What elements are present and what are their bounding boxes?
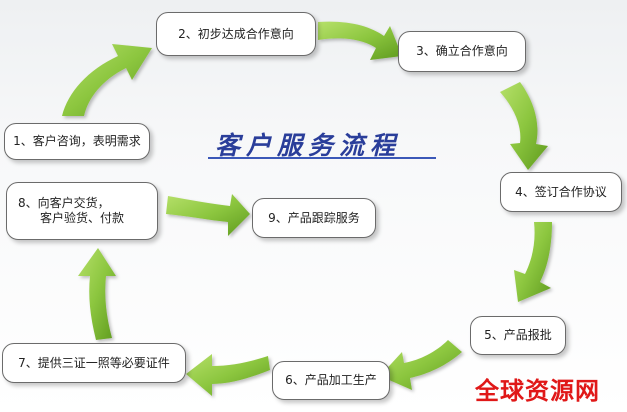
step-5-label: 5、产品报批 <box>484 328 552 342</box>
step-3-label: 3、确立合作意向 <box>416 44 508 58</box>
step-5-node: 5、产品报批 <box>470 316 566 355</box>
step-9-node: 9、产品跟踪服务 <box>252 198 376 238</box>
title-underline <box>208 157 436 159</box>
step-3-node: 3、确立合作意向 <box>398 31 526 72</box>
step-1-label: 1、客户咨询，表明需求 <box>13 134 141 148</box>
arrow-5-to-6 <box>380 340 462 390</box>
step-9-label: 9、产品跟踪服务 <box>268 210 360 225</box>
arrow-8-to-9 <box>166 194 250 236</box>
step-2-label: 2、初步达成合作意向 <box>178 26 294 41</box>
step-7-node: 7、提供三证一照等必要证件 <box>2 343 186 383</box>
diagram-title: 客户服务流程 <box>215 131 402 160</box>
arrow-2-to-3 <box>318 21 402 60</box>
step-6-node: 6、产品加工生产 <box>272 361 390 400</box>
step-8-label-line2: 客户验货、付款 <box>40 211 125 225</box>
step-7-label: 7、提供三证一照等必要证件 <box>18 355 170 370</box>
step-2-node: 2、初步达成合作意向 <box>156 12 316 56</box>
step-4-node: 4、签订合作协议 <box>500 172 622 212</box>
step-4-label: 4、签订合作协议 <box>515 184 607 199</box>
arrow-6-to-7 <box>186 354 270 396</box>
step-8-node: 8、向客户交货， 客户验货、付款 <box>6 182 158 240</box>
watermark-logo: 全球资源网 <box>475 377 600 405</box>
arrow-4-to-5 <box>514 222 552 302</box>
step-6-label: 6、产品加工生产 <box>285 373 377 387</box>
step-1-node: 1、客户咨询，表明需求 <box>4 123 150 160</box>
step-8-label-line1: 8、向客户交货， <box>18 196 110 210</box>
arrow-7-to-8 <box>78 248 116 340</box>
arrow-3-to-4 <box>500 82 548 170</box>
arrow-1-to-2 <box>62 44 152 116</box>
